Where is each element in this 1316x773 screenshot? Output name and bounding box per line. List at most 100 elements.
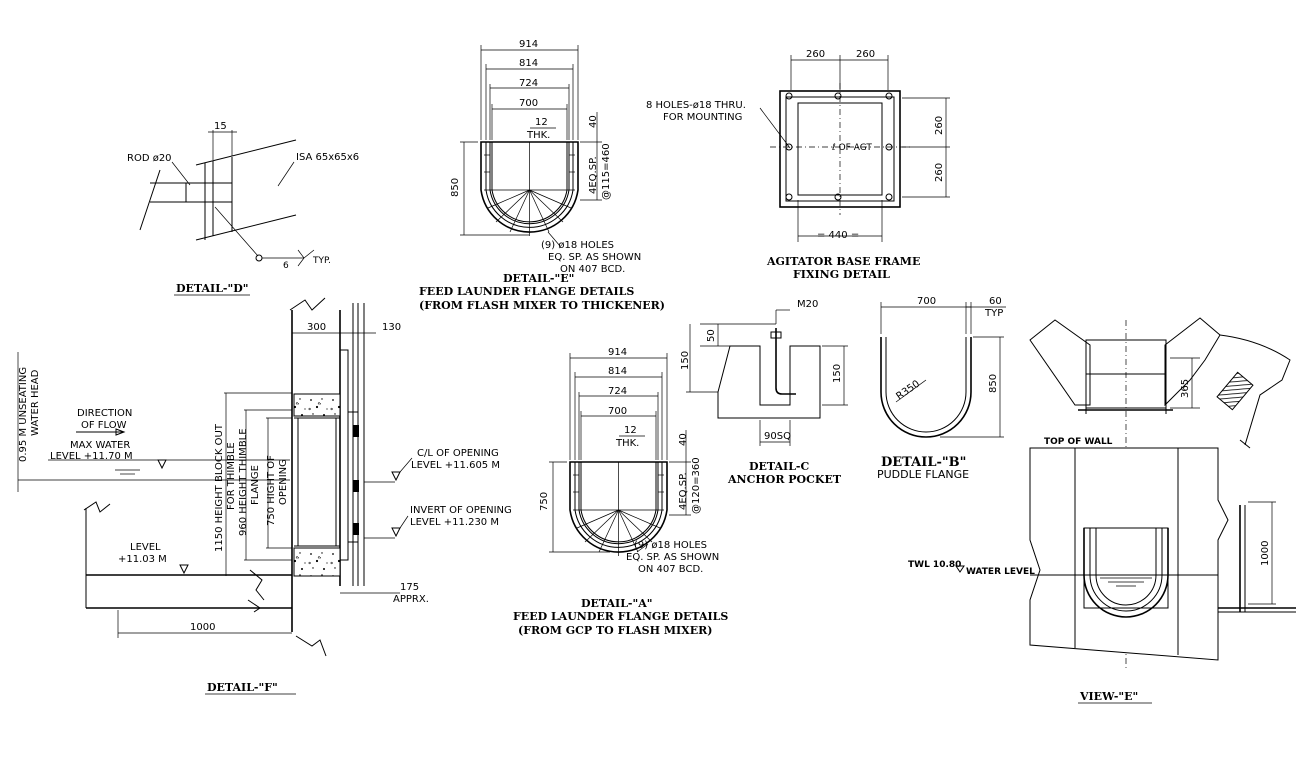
detail-e-dim-724: 724 xyxy=(519,78,538,89)
detail-c-dim-150a: 150 xyxy=(680,351,691,370)
detail-c-m20: M20 xyxy=(797,299,818,310)
view-e-dim-1000: 1000 xyxy=(1260,541,1271,566)
detail-f-direction-2: OF FLOW xyxy=(81,420,127,431)
detail-d-rod-label: ROD ø20 xyxy=(127,153,172,164)
detail-e-spacing-1: 4EQ.SP. xyxy=(588,156,599,194)
detail-f-dim-130: 130 xyxy=(382,322,401,333)
detail-a-spacing-2: @120=360 xyxy=(691,457,702,514)
detail-d: 15 ROD ø20 ISA 65x65x6 6 TYP. DETAIL-"D" xyxy=(127,121,359,296)
detail-c-dim-150b: 150 xyxy=(832,364,843,383)
detail-e-dim-40: 40 xyxy=(588,115,599,128)
detail-e-height-850: 850 xyxy=(450,178,461,197)
agitator-dim-v2: 260 xyxy=(934,163,945,182)
agitator-dim-440: = 440 = xyxy=(817,230,859,241)
view-e-top-wall: TOP OF WALL xyxy=(1044,437,1113,447)
detail-e-flange: 914 814 724 700 12 THK. 850 40 4EQ.SP. @… xyxy=(419,39,665,312)
detail-e-dim-700: 700 xyxy=(519,98,538,109)
detail-b-puddle-flange: 700 60 TYP R350 850 DETAIL-"B" PUDDLE FL… xyxy=(877,296,1006,481)
detail-f-invert-2: LEVEL +11.230 M xyxy=(410,517,499,528)
detail-f-water-head-1: 0.95 M UNSEATING xyxy=(18,367,29,462)
agitator-title-2: FIXING DETAIL xyxy=(793,268,890,281)
detail-e-spacing-2: @115=460 xyxy=(601,143,612,200)
detail-d-weld-typ: TYP. xyxy=(312,256,331,266)
detail-f-level-1: LEVEL xyxy=(130,542,161,553)
detail-c-title-2: ANCHOR POCKET xyxy=(727,473,842,486)
detail-a-title: DETAIL-"A" xyxy=(581,597,652,610)
detail-f-max-water-2: LEVEL +11.70 M xyxy=(50,451,133,462)
detail-a-flange: 914 814 724 700 12 THK. 750 40 4EQ.SP. @… xyxy=(513,347,728,637)
detail-f-opening-2: OPENING xyxy=(278,459,289,505)
detail-b-dim-700: 700 xyxy=(917,296,936,307)
detail-f-dim-300: 300 xyxy=(307,322,326,333)
agitator-dim-v1: 260 xyxy=(934,116,945,135)
detail-f-water-head-2: WATER HEAD xyxy=(30,369,41,436)
detail-a-height-750: 750 xyxy=(539,492,550,511)
detail-d-dim-15: 15 xyxy=(214,121,227,132)
detail-e-thk-12: 12 xyxy=(535,117,548,128)
detail-c-anchor-pocket: M20 50 150 150 90SQ DETAIL-C ANCHOR POCK… xyxy=(680,299,848,486)
detail-a-holes-2: EQ. SP. AS SHOWN xyxy=(626,552,719,563)
detail-e-dim-914: 914 xyxy=(519,39,538,50)
detail-b-title: DETAIL-"B" xyxy=(881,455,966,470)
detail-a-subtitle-2: (FROM GCP TO FLASH MIXER) xyxy=(518,624,712,637)
detail-f: 300 130 0.95 M UNSEATING WATER HEAD DIRE… xyxy=(17,297,512,695)
detail-b-height-850: 850 xyxy=(988,374,999,393)
detail-d-title: DETAIL-"D" xyxy=(176,282,249,295)
view-e-twl-2: WATER LEVEL xyxy=(966,567,1035,577)
detail-c-sq: 90SQ xyxy=(764,431,791,442)
detail-f-cl-1: C/L OF OPENING xyxy=(417,448,499,459)
detail-f-dim-1000: 1000 xyxy=(190,622,215,633)
detail-c-dim-50: 50 xyxy=(706,329,717,342)
detail-a-holes-1: (9) ø18 HOLES xyxy=(634,540,707,551)
detail-f-apprx: APPRX. xyxy=(393,594,429,605)
detail-f-max-water-1: MAX WATER xyxy=(70,440,130,451)
detail-f-cl-2: LEVEL +11.605 M xyxy=(411,460,500,471)
detail-e-subtitle-1: FEED LAUNDER FLANGE DETAILS xyxy=(419,285,634,298)
detail-e-thk: THK. xyxy=(526,130,550,141)
detail-a-dim-814: 814 xyxy=(608,366,627,377)
detail-c-title-1: DETAIL-C xyxy=(749,460,809,473)
agitator-holes-1: 8 HOLES-ø18 THRU. xyxy=(646,100,746,111)
detail-f-dim-175: 175 xyxy=(400,582,419,593)
detail-b-typ: TYP xyxy=(984,308,1003,319)
detail-f-block-1: 1150 HEIGHT BLOCK OUT xyxy=(214,423,225,552)
detail-a-dim-40: 40 xyxy=(678,433,689,446)
detail-b-radius: R350 xyxy=(894,379,922,403)
detail-a-holes-3: ON 407 BCD. xyxy=(638,564,703,575)
detail-f-thimble-2: FLANGE xyxy=(250,465,261,505)
detail-e-dim-814: 814 xyxy=(519,58,538,69)
view-e-title: VIEW-"E" xyxy=(1079,690,1138,703)
agitator-dim-260a: 260 xyxy=(806,49,825,60)
detail-a-dim-914: 914 xyxy=(608,347,627,358)
view-e: 365 TOP OF WALL TWL 10.80 WATER LEVEL 10… xyxy=(908,317,1296,704)
agitator-holes-2: FOR MOUNTING xyxy=(663,112,742,123)
detail-e-title: DETAIL-"E" xyxy=(503,272,574,285)
detail-a-dim-724: 724 xyxy=(608,386,627,397)
view-e-twl-1: TWL 10.80 xyxy=(908,560,961,570)
detail-b-subtitle: PUDDLE FLANGE xyxy=(877,468,969,481)
detail-e-subtitle-2: (FROM FLASH MIXER TO THICKENER) xyxy=(419,299,665,312)
detail-b-dim-60: 60 xyxy=(989,296,1002,307)
detail-f-block-2: FOR THIMBLE xyxy=(226,442,237,510)
detail-f-thimble-1: 960 HEIGHT THIMBLE xyxy=(238,428,249,536)
detail-a-subtitle-1: FEED LAUNDER FLANGE DETAILS xyxy=(513,610,728,623)
detail-e-holes-1: (9) ø18 HOLES xyxy=(541,240,614,251)
detail-f-title: DETAIL-"F" xyxy=(207,681,278,694)
agitator-dim-260b: 260 xyxy=(856,49,875,60)
agitator-center-label: ℓ OF AGT xyxy=(831,143,872,153)
detail-f-opening-1: 750 HIGHT OF xyxy=(266,455,277,526)
detail-a-thk-12: 12 xyxy=(624,425,637,436)
detail-d-isa-label: ISA 65x65x6 xyxy=(296,152,359,163)
detail-e-holes-3: ON 407 BCD. xyxy=(560,264,625,275)
detail-d-weld-6: 6 xyxy=(283,261,289,271)
detail-a-spacing-1: 4EQ.SP. xyxy=(678,472,689,510)
detail-f-invert-1: INVERT OF OPENING xyxy=(410,505,512,516)
view-e-dim-365: 365 xyxy=(1180,379,1191,398)
agitator-title-1: AGITATOR BASE FRAME xyxy=(766,255,920,268)
agitator-base-frame: 260 260 8 HOLES-ø18 THRU. FOR MOUNTING ℓ… xyxy=(646,49,950,281)
detail-f-direction-1: DIRECTION xyxy=(77,408,132,419)
detail-a-thk: THK. xyxy=(615,438,639,449)
detail-a-dim-700: 700 xyxy=(608,406,627,417)
detail-f-level-2: +11.03 M xyxy=(118,554,167,565)
